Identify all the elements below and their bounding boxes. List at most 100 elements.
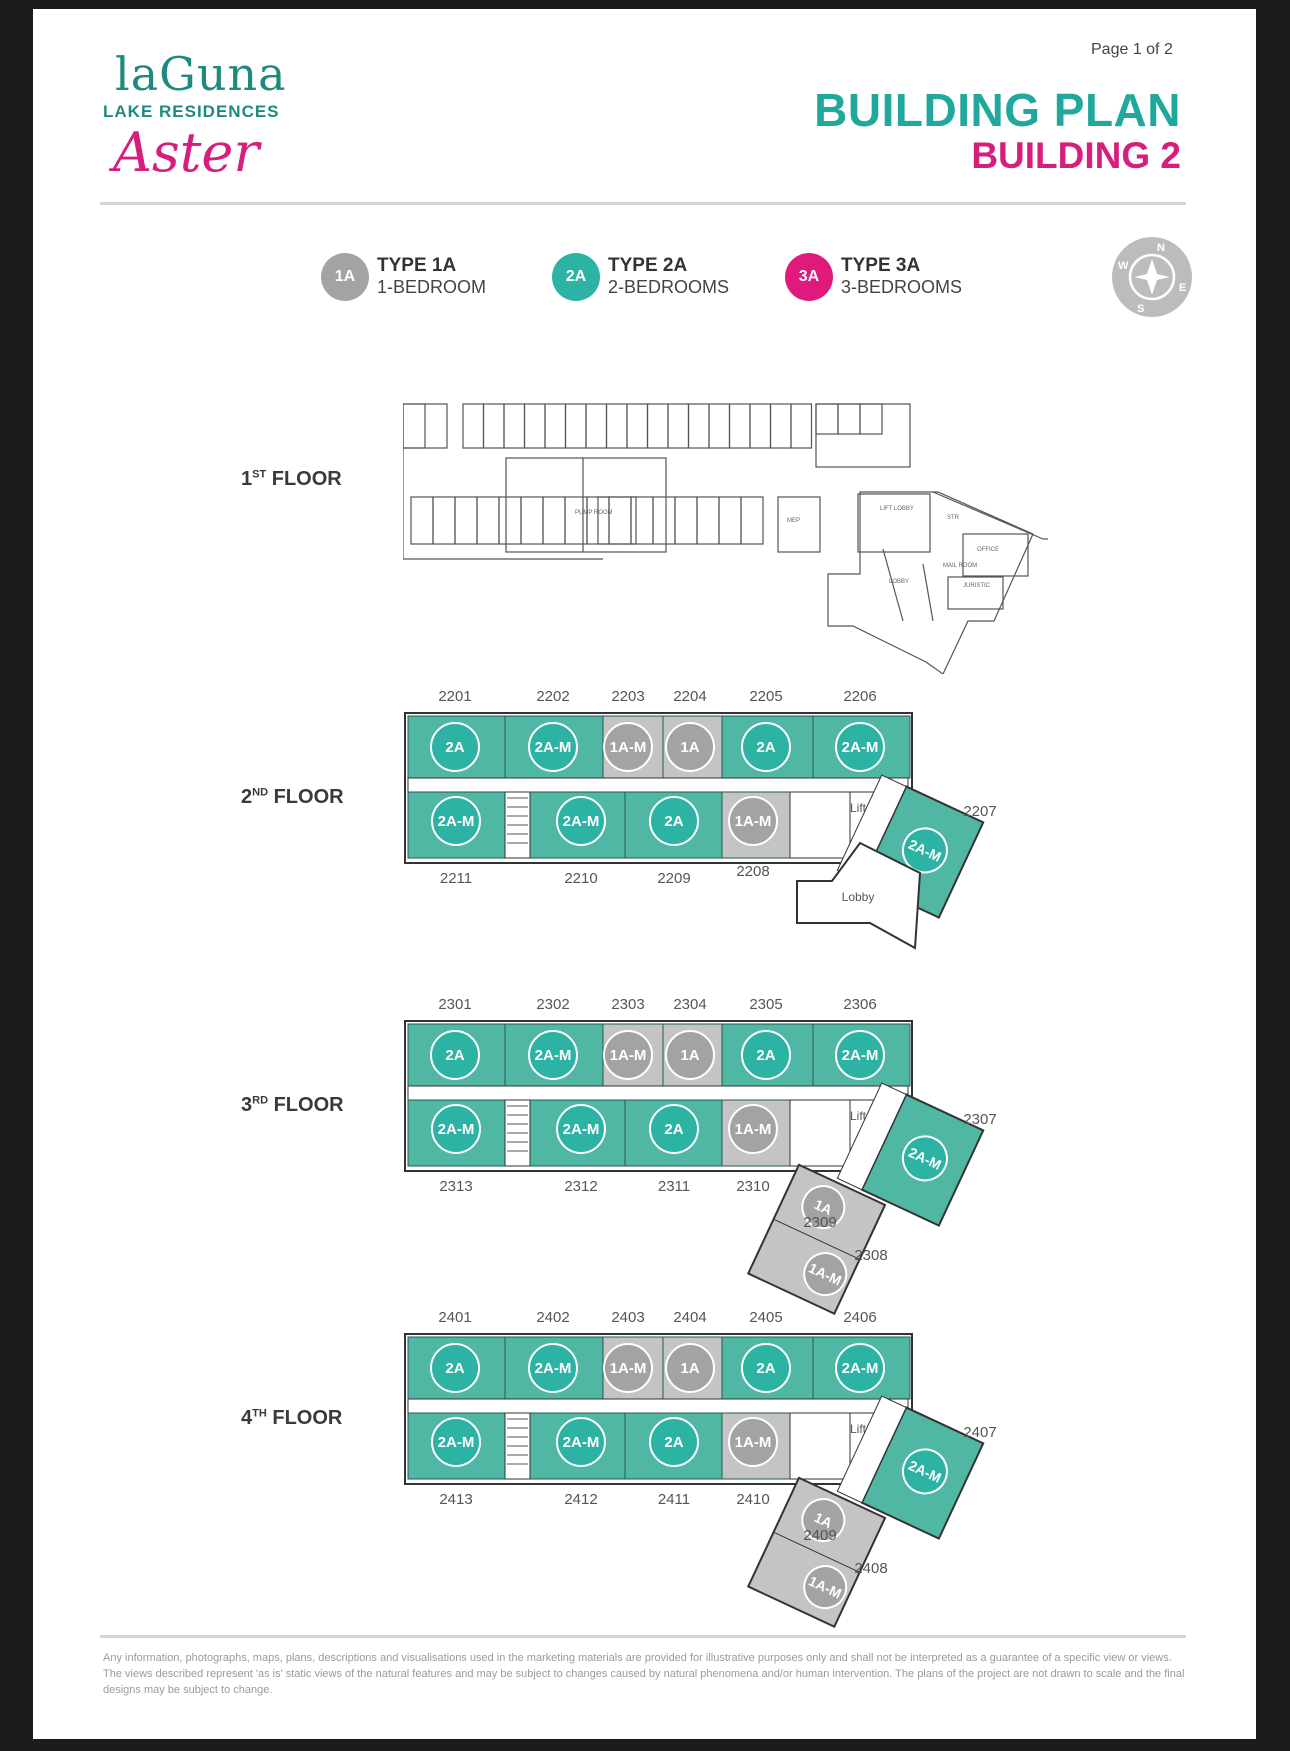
unit-type-label: 1A-M (735, 813, 772, 830)
unit-number: 2305 (749, 996, 782, 1013)
unit-badge (431, 1104, 481, 1154)
unit-number: 2410 (736, 1491, 769, 1508)
unit-badge (430, 1343, 480, 1393)
unit-number: 2208 (736, 863, 769, 880)
pump-room-label: PUMP ROOM (575, 510, 613, 516)
f4-plan-svg: Lift2A-M1A1A-M240924082A24012A-M24021A-M… (404, 1309, 997, 1629)
plan-shape (407, 1398, 909, 1414)
unit-number: 2412 (564, 1491, 597, 1508)
unit-badge (728, 796, 778, 846)
unit-number: 2312 (564, 1178, 597, 1195)
unit-type-label: 2A (756, 739, 775, 756)
unit-type-label: 2A-M (438, 1121, 475, 1138)
unit-type-label: 2A (445, 739, 464, 756)
lift-label: Lift (850, 1422, 867, 1436)
compass-icon: N S E W (1111, 236, 1193, 318)
type-2a-badge: 2A (552, 253, 600, 301)
unit-badge (728, 1417, 778, 1467)
unit-type-label: 2A (445, 1360, 464, 1377)
floor-4-label: 4TH FLOOR (241, 1407, 343, 1429)
unit-badge (528, 1343, 578, 1393)
document-page: laGuna LAKE RESIDENCES Aster Page 1 of 2… (33, 9, 1256, 1739)
unit-number: 2407 (963, 1424, 996, 1441)
floor-2-label: 2ND FLOOR (241, 786, 344, 808)
unit-type-label: 2A-M (535, 1360, 572, 1377)
unit-number: 2309 (803, 1214, 836, 1231)
header-divider (100, 202, 1186, 205)
legend-desc-label: 1-BEDROOM (377, 277, 487, 297)
f3-plan-svg: Lift2A-M1A1A-M230923082A23012A-M23021A-M… (404, 996, 997, 1316)
unit-number: 2403 (611, 1309, 644, 1326)
brand-script: Aster (113, 121, 260, 184)
legend-desc-label: 2-BEDROOMS (608, 277, 730, 297)
unit-number: 2303 (611, 996, 644, 1013)
unit-number: 2411 (658, 1491, 690, 1508)
plan-shape (789, 1412, 851, 1480)
unit-type-label: 1A (680, 1360, 699, 1377)
unit-badge (741, 1030, 791, 1080)
unit-badge (803, 1565, 848, 1610)
unit-badge (665, 722, 715, 772)
unit-badge (528, 722, 578, 772)
legend-type-label: TYPE 3A (841, 255, 921, 276)
unit-type-label: 1A (812, 1196, 835, 1218)
unit-number: 2201 (438, 688, 471, 705)
unit-number: 2413 (439, 1491, 472, 1508)
legend-type-label: TYPE 1A (377, 255, 457, 276)
unit-number: 2302 (536, 996, 569, 1013)
unit-badge (556, 1104, 606, 1154)
unit-type-label: 2A-M (563, 813, 600, 830)
mail-room-label: MAIL ROOM (943, 563, 977, 569)
unit-type-label: 1A (680, 1047, 699, 1064)
type-3a-badge: 3A (785, 253, 833, 301)
unit-number: 2205 (749, 688, 782, 705)
footer-divider (100, 1635, 1186, 1638)
unit-type-label: 1A-M (735, 1121, 772, 1138)
plan-shape (789, 791, 851, 859)
floor-1-plan: PUMP ROOM MEP LIFT LOBBY STR OFFICE MAIL… (403, 403, 1048, 674)
unit-number: 2301 (438, 996, 471, 1013)
plan-shape (796, 841, 922, 950)
str-label: STR (947, 515, 960, 521)
unit-type-label: 2A (756, 1360, 775, 1377)
unit-badge (649, 796, 699, 846)
unit-badge (728, 1104, 778, 1154)
plan-shape (836, 1395, 907, 1504)
unit-number: 2404 (673, 1309, 706, 1326)
unit-badge (741, 1343, 791, 1393)
plan-shape (773, 1218, 860, 1260)
unit-type-label: 2A-M (842, 1047, 879, 1064)
page-subtitle: BUILDING 2 (971, 135, 1181, 176)
unit-number: 2310 (736, 1178, 769, 1195)
unit-badge (835, 1030, 885, 1080)
compass-e-label: E (1179, 282, 1186, 294)
lift-label: Lift (850, 801, 867, 815)
compass-n-label: N (1157, 242, 1165, 254)
unit-type-label: 2A (445, 1047, 464, 1064)
brand-logo-text: laGuna (115, 47, 287, 101)
unit-number: 2405 (749, 1309, 782, 1326)
unit-badge (803, 1252, 848, 1297)
brand-subtitle: LAKE RESIDENCES (103, 102, 280, 121)
unit-badge (649, 1417, 699, 1467)
unit-number: 2204 (673, 688, 706, 705)
page-indicator: Page 1 of 2 (1091, 41, 1173, 58)
unit-type-label: 2A-M (842, 1360, 879, 1377)
type-1a-badge: 1A (321, 253, 369, 301)
unit-badge (901, 1135, 948, 1182)
unit-badge (556, 796, 606, 846)
unit-badge (835, 1343, 885, 1393)
unit-number: 2206 (843, 688, 876, 705)
unit-number: 2401 (438, 1309, 471, 1326)
unit-number: 2304 (673, 996, 706, 1013)
plan-shape (773, 1531, 860, 1573)
unit-badge (430, 722, 480, 772)
unit-badge (835, 722, 885, 772)
unit-type-label: 2A-M (438, 1434, 475, 1451)
unit-number: 2409 (803, 1527, 836, 1544)
unit-number: 2402 (536, 1309, 569, 1326)
lobby-label: Lobby (842, 890, 875, 904)
office-label: OFFICE (977, 547, 999, 553)
unit-badge (665, 1030, 715, 1080)
